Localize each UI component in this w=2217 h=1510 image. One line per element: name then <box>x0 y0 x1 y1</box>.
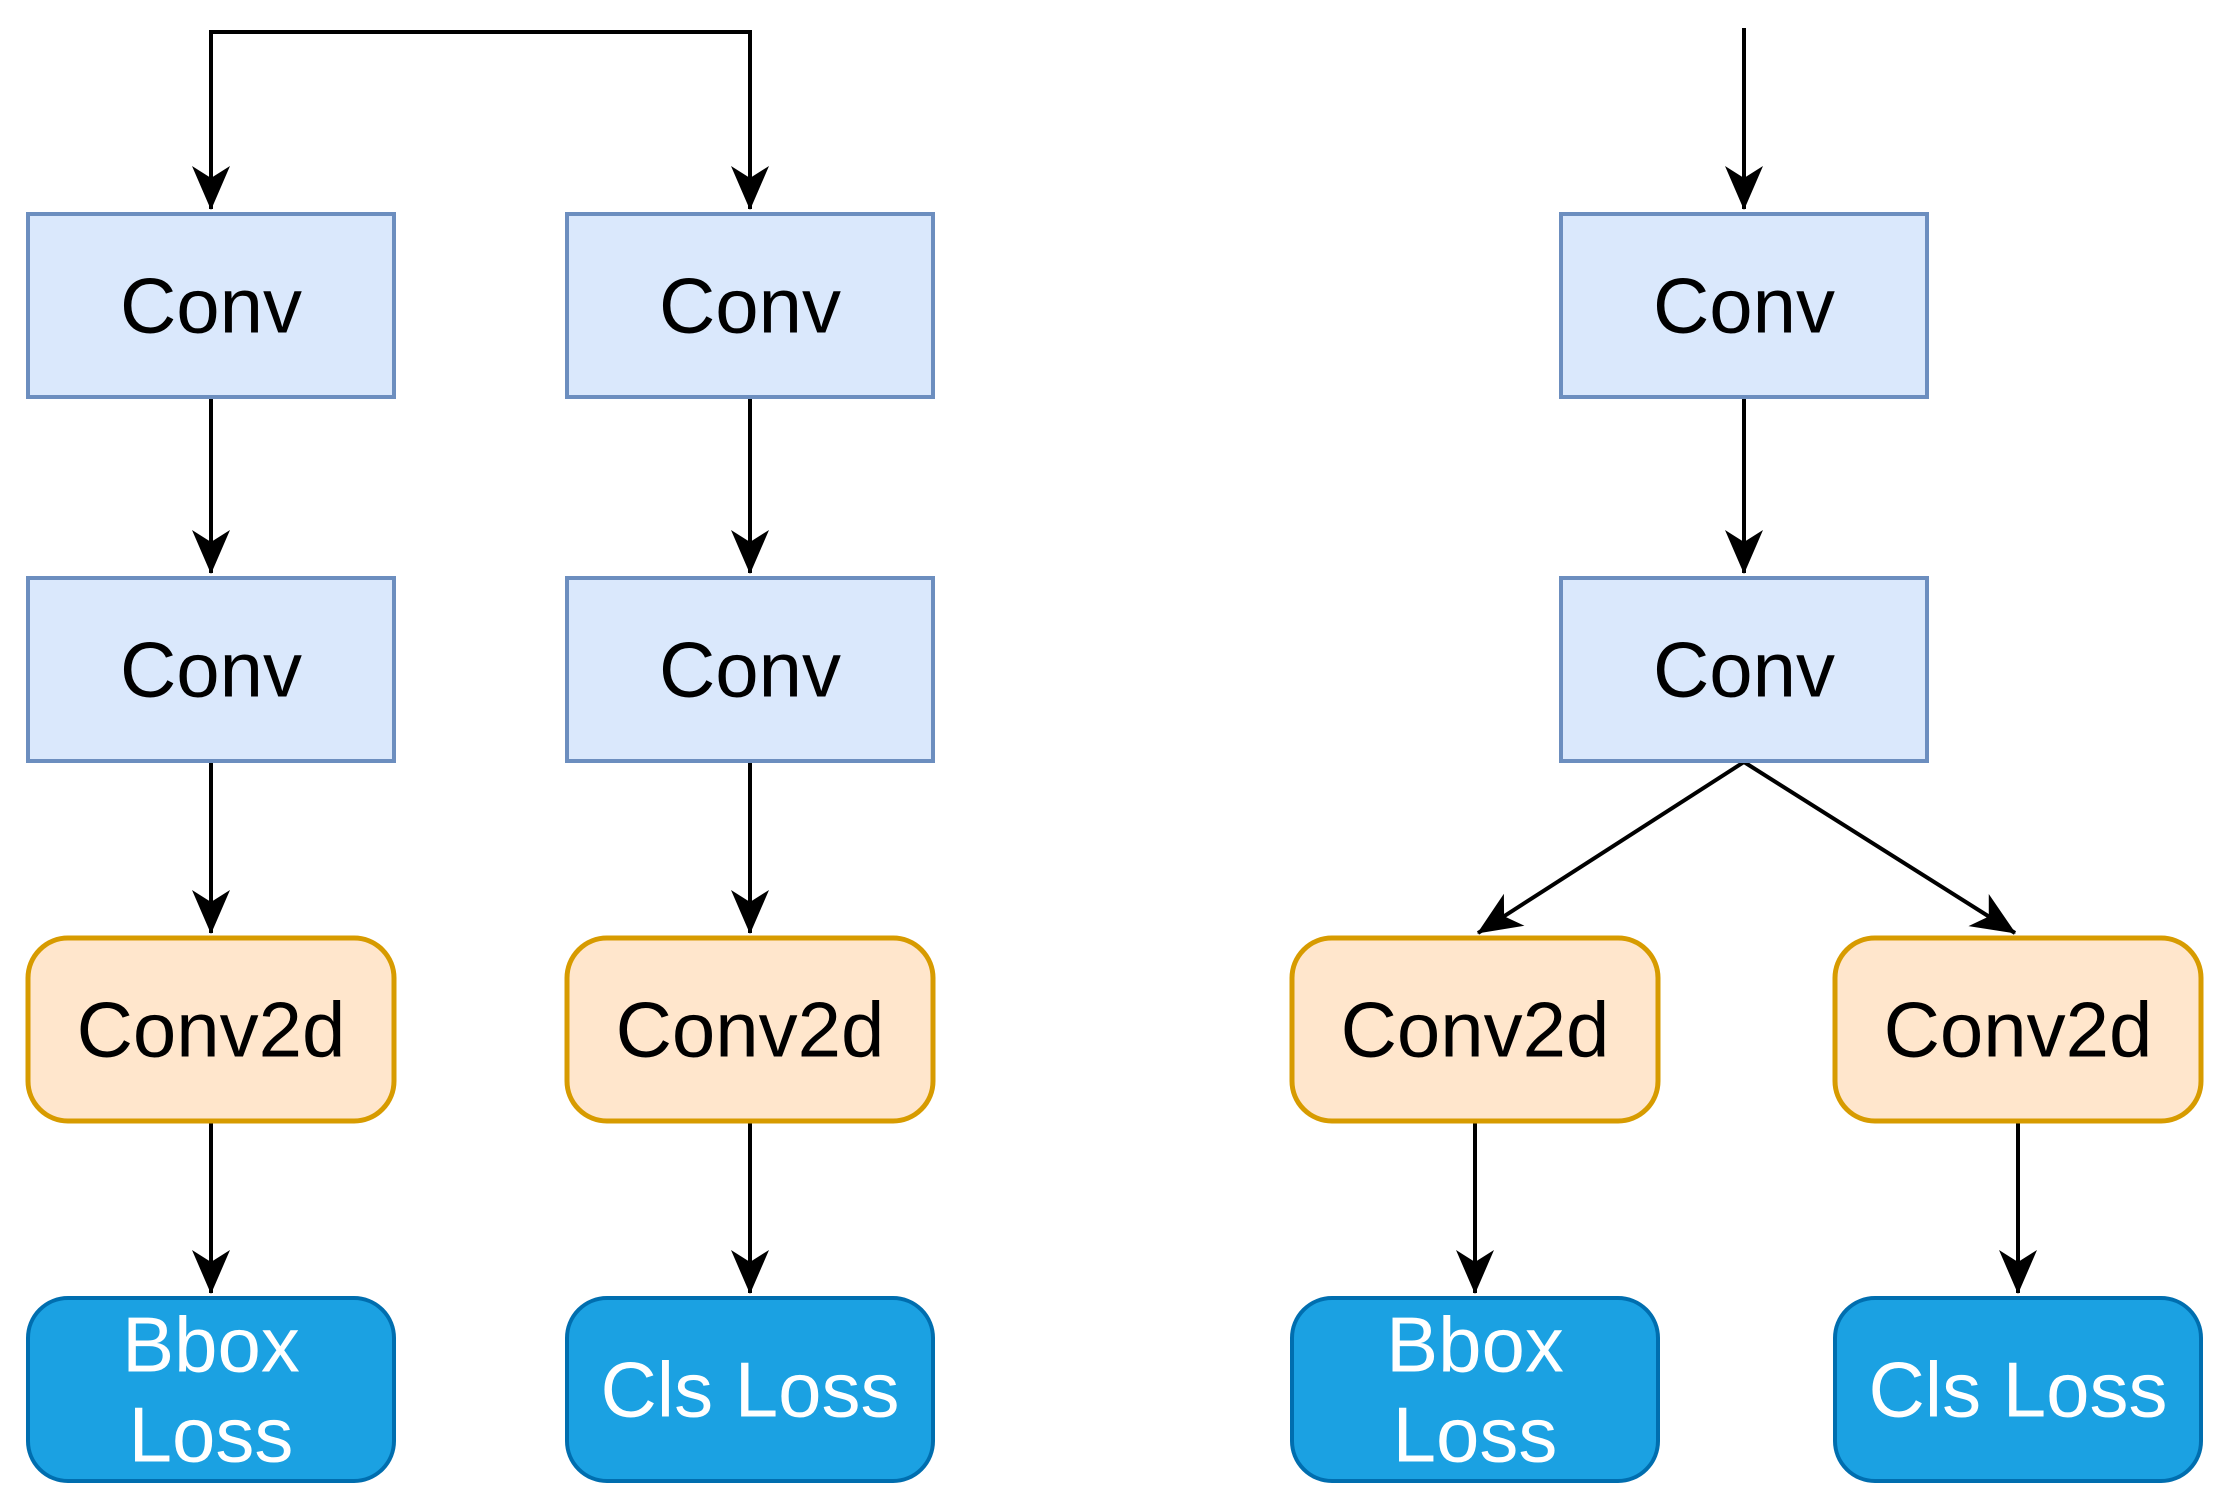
node-label: Conv <box>120 262 302 350</box>
edges-layer <box>192 28 2037 1294</box>
node-left-branch2-conv2d: Conv2d <box>564 935 936 1124</box>
node-right-conv2d-bbox: Conv2d <box>1289 935 1661 1124</box>
node-box-loss <box>1290 1296 1660 1483</box>
node-box-conv <box>565 576 935 763</box>
node-label: Cls Loss <box>600 1346 899 1434</box>
node-left-branch2-conv1: Conv <box>565 212 935 399</box>
node-left-branch1-conv2d: Conv2d <box>25 935 397 1124</box>
node-box-loss <box>565 1296 935 1483</box>
node-box-conv2d <box>564 935 936 1124</box>
node-label: Conv <box>659 626 841 714</box>
node-right-conv2: Conv <box>1559 576 1929 763</box>
node-box-conv <box>1559 576 1929 763</box>
node-label: Cls Loss <box>1868 1346 2167 1434</box>
node-label: Bbox <box>122 1301 300 1389</box>
node-left-branch2-cls-loss: Cls Loss <box>565 1296 935 1483</box>
node-box-conv <box>565 212 935 399</box>
edge-right-split-to-bbox-head <box>1476 760 1746 935</box>
node-box-loss <box>26 1296 396 1483</box>
node-right-conv1: Conv <box>1559 212 1929 399</box>
edge-split-top-to-branch1 <box>192 30 750 210</box>
node-label: Conv2d <box>77 986 346 1074</box>
node-box-conv <box>26 212 396 399</box>
node-right-conv2d-cls: Conv2d <box>1832 935 2204 1124</box>
edge-split-top-to-branch2 <box>211 30 769 210</box>
node-box-conv2d <box>1832 935 2204 1124</box>
node-box-loss <box>1833 1296 2203 1483</box>
node-label: Conv2d <box>1341 986 1610 1074</box>
node-box-conv2d <box>25 935 397 1124</box>
node-label: Conv <box>120 626 302 714</box>
node-right-cls-loss: Cls Loss <box>1833 1296 2203 1483</box>
node-left-branch1-conv1: Conv <box>26 212 396 399</box>
node-left-branch2-conv2: Conv <box>565 576 935 763</box>
node-box-conv <box>1559 212 1929 399</box>
node-label: Conv <box>1653 262 1835 350</box>
node-box-conv2d <box>1289 935 1661 1124</box>
node-label: Conv2d <box>616 986 885 1074</box>
node-label: Loss <box>1393 1391 1558 1479</box>
edge-right-split-to-cls-head <box>1742 760 2017 935</box>
node-box-conv <box>26 576 396 763</box>
node-label: Bbox <box>1386 1301 1564 1389</box>
node-label: Loss <box>129 1391 294 1479</box>
node-label: Conv <box>1653 626 1835 714</box>
node-label: Conv <box>659 262 841 350</box>
node-left-branch1-conv2: Conv <box>26 576 396 763</box>
nodes-layer: ConvConvConv2dBboxLossConvConvConv2dCls … <box>25 212 2204 1483</box>
node-label: Conv2d <box>1884 986 2153 1074</box>
